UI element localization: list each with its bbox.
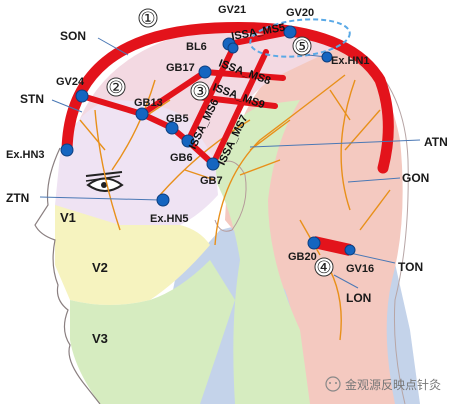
label-v2: V2: [92, 260, 108, 275]
point-gb13: [136, 108, 148, 120]
region-5-marker: ⑤: [294, 37, 309, 57]
point-gv24: [76, 90, 88, 102]
point-gb20: [308, 237, 320, 249]
region-1-marker: ①: [140, 9, 155, 29]
point-exhn3: [61, 144, 73, 156]
label-v3: V3: [92, 331, 108, 346]
label-gv24: GV24: [56, 76, 85, 88]
watermark-text: 金观源反映点针灸: [345, 377, 441, 392]
label-gv21: GV21: [218, 4, 246, 16]
label-exhn1: Ex.HN1: [331, 55, 370, 67]
region-3-marker: ③: [192, 82, 207, 102]
point-gb17: [199, 66, 211, 78]
label-stn: STN: [20, 92, 44, 106]
label-gb13: GB13: [134, 97, 163, 109]
label-exhn3: Ex.HN3: [6, 149, 45, 161]
label-gb20: GB20: [288, 251, 317, 263]
label-son: SON: [60, 29, 86, 43]
point-gv16: [345, 245, 355, 255]
label-atn: ATN: [424, 135, 448, 149]
label-gb6: GB6: [170, 152, 193, 164]
label-gv16: GV16: [346, 263, 374, 275]
label-ztn: ZTN: [6, 191, 29, 205]
label-bl6: BL6: [186, 41, 207, 53]
label-gv20: GV20: [286, 7, 314, 19]
label-gb5: GB5: [166, 113, 189, 125]
label-exhn5: Ex.HN5: [150, 213, 189, 225]
point-exhn5: [157, 194, 169, 206]
label-gon: GON: [402, 171, 429, 185]
region-4-marker: ④: [316, 258, 331, 278]
point-bl6: [228, 43, 238, 53]
label-ton: TON: [398, 260, 423, 274]
label-gb7: GB7: [200, 175, 223, 187]
label-v1: V1: [60, 210, 76, 225]
region-2-marker: ②: [108, 78, 123, 98]
label-gb17: GB17: [166, 62, 195, 74]
label-lon: LON: [346, 291, 371, 305]
